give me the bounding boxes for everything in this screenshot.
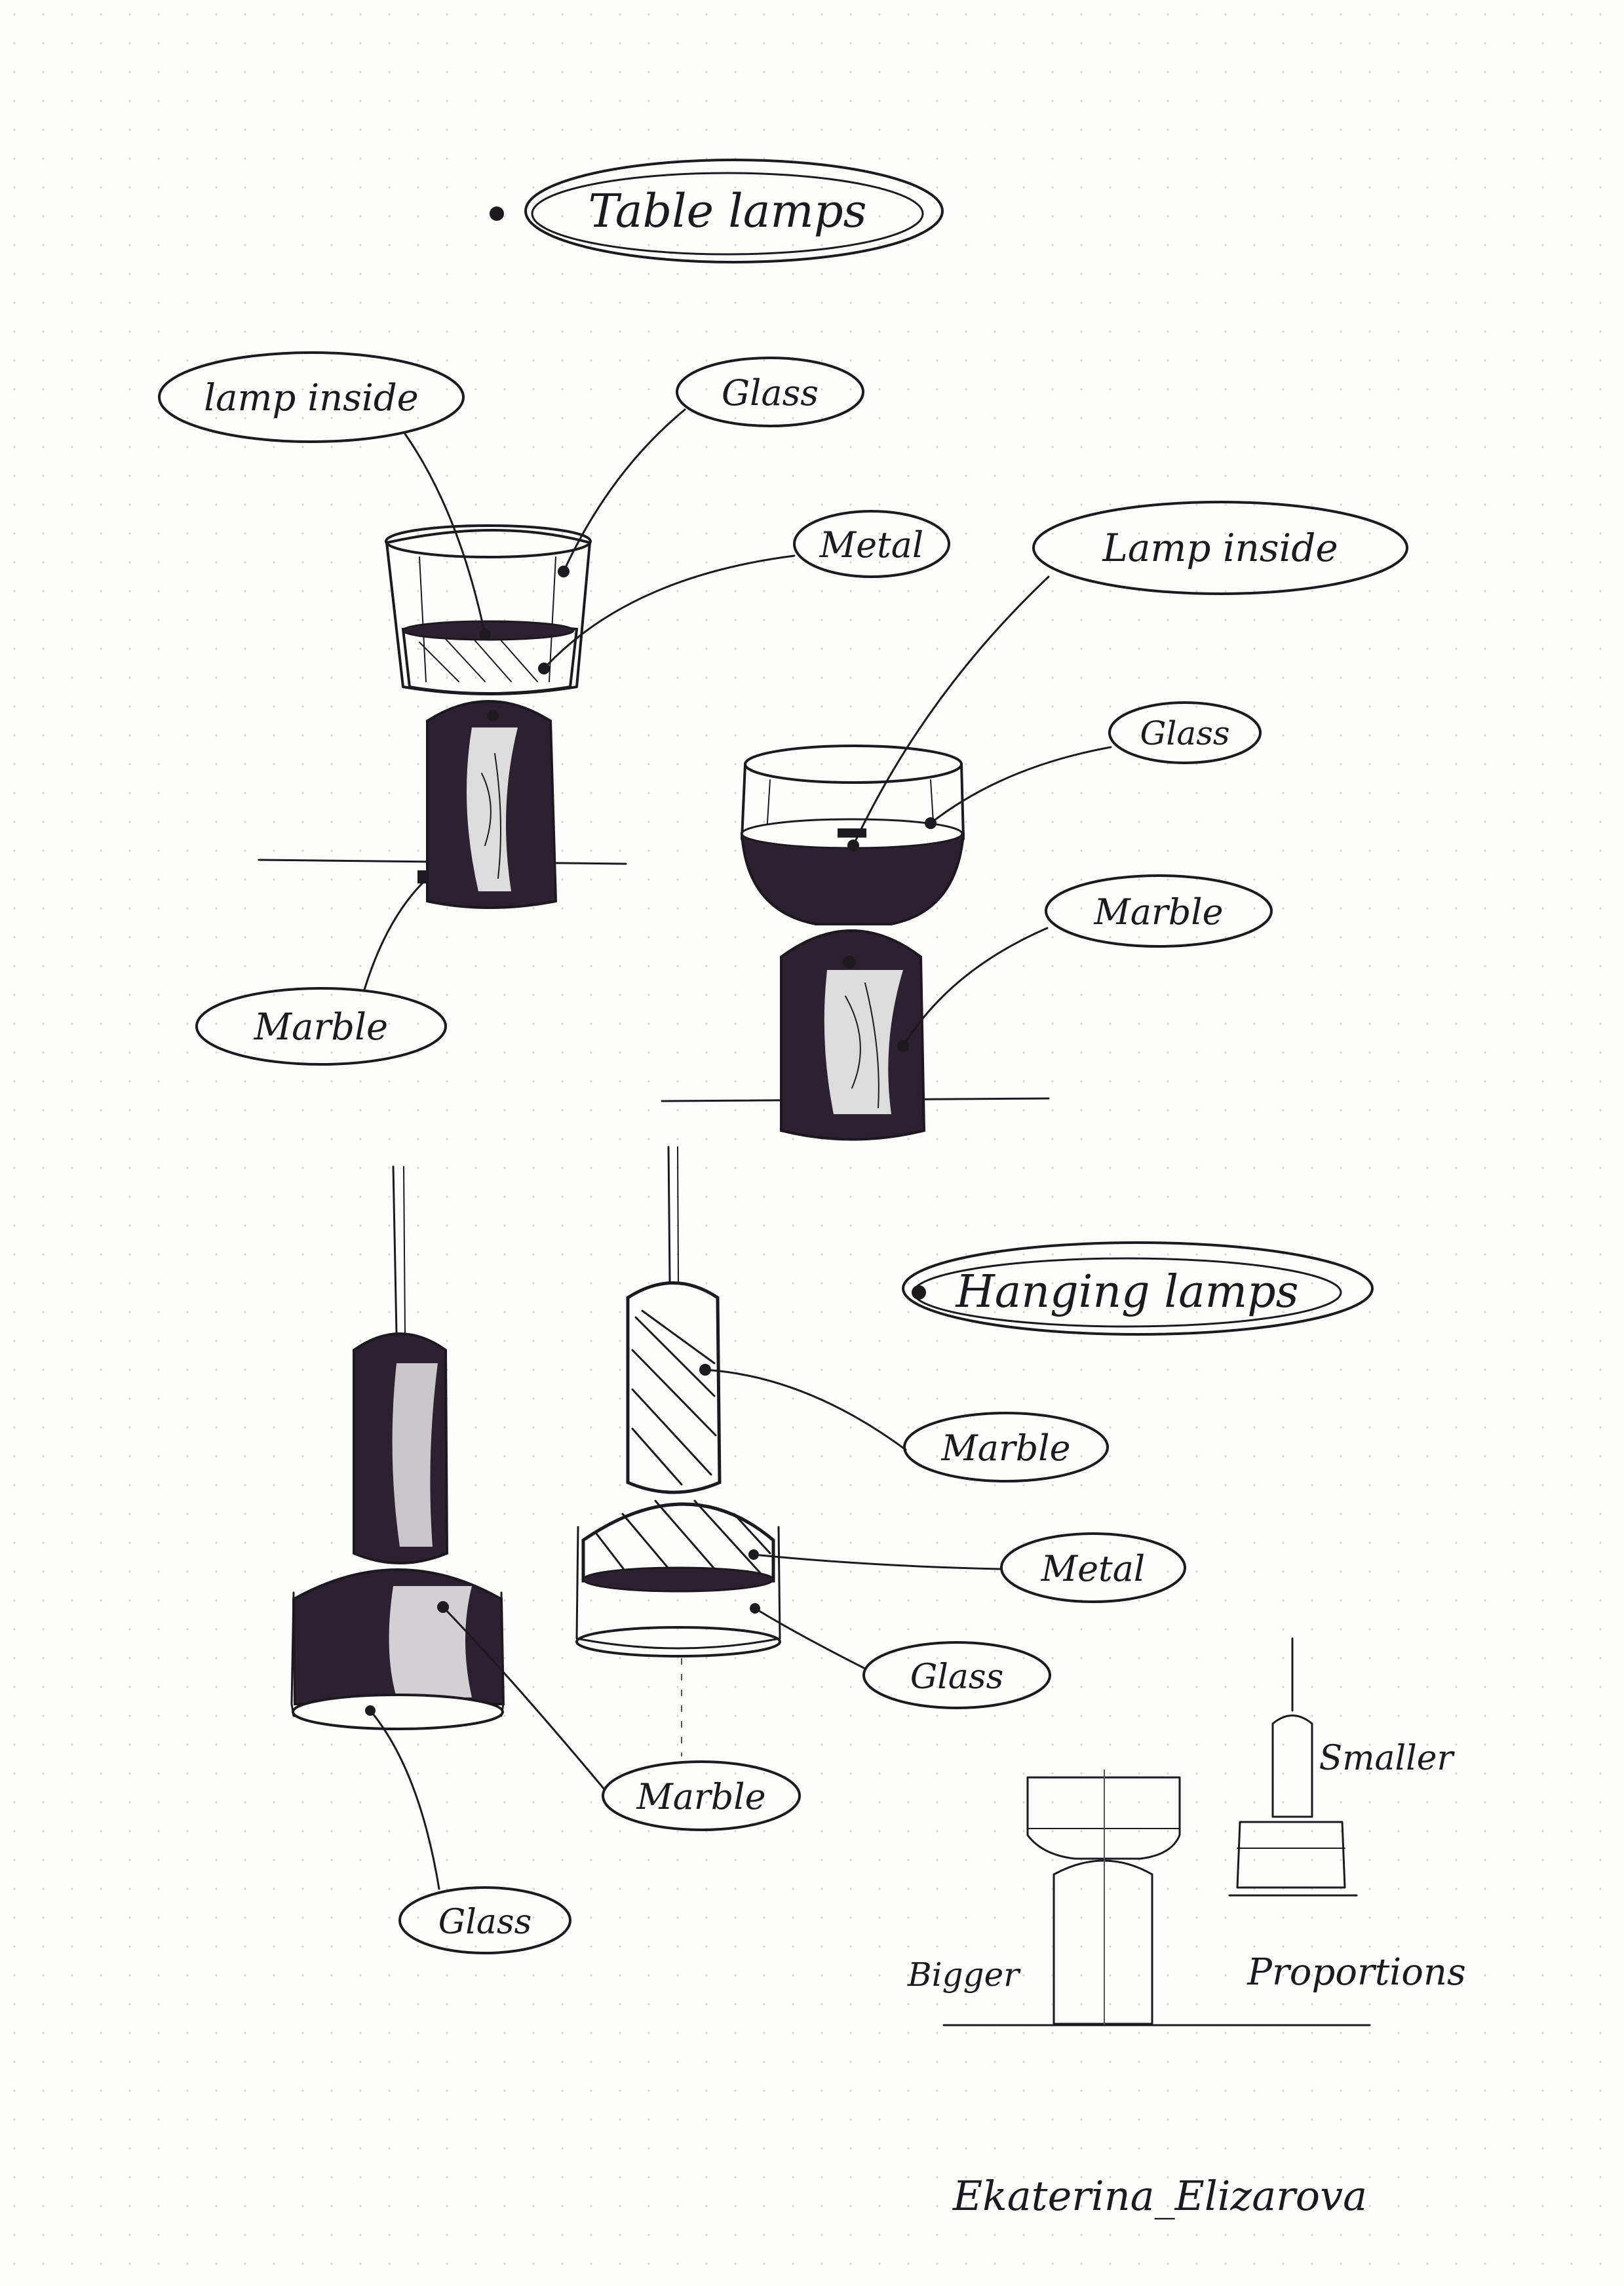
small-top xyxy=(1271,1714,1313,1818)
marble-highlight xyxy=(467,727,518,891)
small-shade xyxy=(1236,1821,1346,1889)
leader-dot xyxy=(843,956,856,969)
marble-veins xyxy=(845,982,880,1108)
label-lamp-inside: lamp inside xyxy=(204,377,419,419)
label-oval xyxy=(602,1760,801,1831)
heading-hanging-text: Hanging lamps xyxy=(954,1266,1298,1318)
glass-rim xyxy=(744,745,963,784)
leader-line xyxy=(852,575,1050,847)
lamp-bulb xyxy=(838,828,866,838)
label-bigger: Bigger xyxy=(907,1956,1021,1994)
bullet-dot xyxy=(490,206,504,221)
heading-table-text: Table lamps xyxy=(588,184,866,238)
label-proportions: Proportions xyxy=(1247,1951,1465,1994)
glass-shade xyxy=(385,529,591,695)
cord xyxy=(392,1165,398,1335)
glass-rim xyxy=(575,1626,781,1657)
proportions-study: Smaller Bigger Proportions xyxy=(907,1637,1466,2026)
label-oval xyxy=(195,987,447,1066)
marble-highlight xyxy=(392,1363,438,1547)
cord xyxy=(667,1146,671,1283)
leader-line xyxy=(562,408,686,573)
label-oval xyxy=(862,1641,1051,1709)
label-smaller: Smaller xyxy=(1319,1739,1456,1778)
leader-line xyxy=(929,746,1112,824)
cord xyxy=(403,1166,406,1334)
label-oval xyxy=(1032,501,1408,595)
label-oval xyxy=(398,1886,571,1954)
table-lamp-1: lamp inside Glass Metal Marble xyxy=(158,351,950,1066)
marble-highlight xyxy=(824,970,903,1114)
leader-line xyxy=(543,554,796,670)
metal-hatching xyxy=(419,636,538,682)
label-oval xyxy=(676,357,864,427)
hanging-lamp-2: Marble Metal Glass xyxy=(575,1146,1186,1756)
heading-table-lamps: Table lamps xyxy=(490,159,944,263)
label-oval xyxy=(158,351,465,443)
leader-line xyxy=(442,1606,606,1791)
label-lamp-inside: Lamp inside xyxy=(1102,526,1338,570)
label-marble: Marble xyxy=(636,1776,765,1817)
hanging-lamp-1: Marble Glass xyxy=(290,1165,801,1954)
label-glass: Glass xyxy=(438,1903,532,1942)
label-metal: Metal xyxy=(819,524,923,566)
label-oval xyxy=(793,510,950,578)
label-oval xyxy=(903,1412,1109,1482)
table-lamp-2: Lamp inside Glass Marble xyxy=(661,501,1408,1141)
glass-reflection xyxy=(419,556,427,682)
label-oval xyxy=(1108,701,1262,764)
label-glass: Glass xyxy=(1140,714,1229,752)
leader-line xyxy=(754,1607,866,1670)
marble-highlight xyxy=(389,1586,472,1697)
heading-oval xyxy=(524,159,944,263)
leader-dot xyxy=(487,710,499,722)
label-marble: Marble xyxy=(1093,891,1223,933)
label-metal: Metal xyxy=(1041,1548,1145,1589)
glass-rim xyxy=(385,524,592,558)
marble-veins xyxy=(631,1309,717,1486)
signature: Ekaterina_Elizarova xyxy=(952,2172,1367,2220)
heading-oval xyxy=(902,1241,1374,1336)
glass-rim xyxy=(292,1694,504,1730)
leader-line xyxy=(704,1368,907,1451)
label-glass: Glass xyxy=(722,372,819,414)
big-base xyxy=(1053,1859,1153,2025)
heading-oval-inner xyxy=(531,172,924,256)
metal-rim xyxy=(582,1566,775,1593)
glass-shade xyxy=(575,1526,781,1650)
marble-top xyxy=(626,1281,722,1494)
metal-hatching xyxy=(595,1500,771,1578)
leader-line xyxy=(752,1553,1003,1570)
leader-line xyxy=(363,878,427,991)
heading-hanging-lamps: Hanging lamps xyxy=(902,1241,1374,1336)
big-shade xyxy=(1026,1776,1181,1860)
label-marble: Marble xyxy=(940,1427,1070,1469)
heading-oval-inner xyxy=(912,1257,1342,1328)
label-oval xyxy=(1045,874,1273,948)
leader-line xyxy=(404,433,486,636)
label-oval xyxy=(1000,1532,1186,1603)
leader-line xyxy=(369,1709,440,1890)
leader-line xyxy=(902,927,1049,1047)
label-marble: Marble xyxy=(254,1006,388,1049)
marble-veins xyxy=(481,753,501,879)
label-glass: Glass xyxy=(910,1657,1004,1697)
